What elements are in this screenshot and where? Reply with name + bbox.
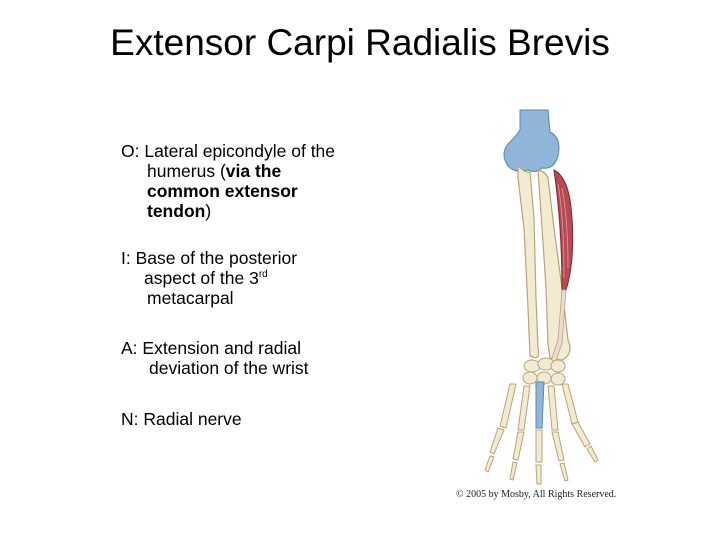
insertion-line-2: aspect of the 3rd [121, 268, 297, 288]
forearm-anatomy-illustration [484, 109, 599, 485]
carpal-bones [522, 357, 566, 386]
origin-line-2: humerus (via the [121, 161, 335, 181]
insertion-line-3: metacarpal [147, 288, 234, 308]
nerve-block: N: Radial nerve [121, 409, 242, 429]
humerus-bone [503, 109, 560, 173]
ulna-bone [517, 164, 540, 359]
insertion-line-1: I: Base of the posterior [121, 248, 298, 268]
origin-text-via-the: via the [225, 161, 282, 181]
metacarpal-bones [499, 383, 579, 431]
insertion-text-aspect: aspect of the 3 [144, 268, 259, 288]
action-block: A: Extension and radial deviation of the… [121, 338, 309, 378]
origin-block: O: Lateral epicondyle of the humerus (vi… [121, 141, 335, 221]
action-line-2: deviation of the wrist [149, 358, 309, 378]
origin-text-paren: ) [205, 201, 212, 221]
origin-text-tendon: tendon [147, 201, 206, 221]
nerve-line-1: N: Radial nerve [121, 409, 242, 429]
origin-text-humerus: humerus ( [147, 161, 226, 181]
origin-line-1: O: Lateral epicondyle of the [121, 141, 336, 161]
insertion-block: I: Base of the posterior aspect of the 3… [121, 248, 297, 308]
copyright-notice: © 2005 by Mosby, All Rights Reserved. [456, 489, 617, 500]
third-metacarpal-bone [535, 381, 545, 429]
action-line-1: A: Extension and radial [121, 338, 301, 358]
slide-title: Extensor Carpi Radialis Brevis [110, 22, 610, 63]
insertion-superscript: rd [258, 269, 268, 280]
origin-line-3: common extensor [147, 181, 298, 201]
origin-line-4: tendon) [121, 201, 335, 221]
phalanges [484, 421, 599, 485]
